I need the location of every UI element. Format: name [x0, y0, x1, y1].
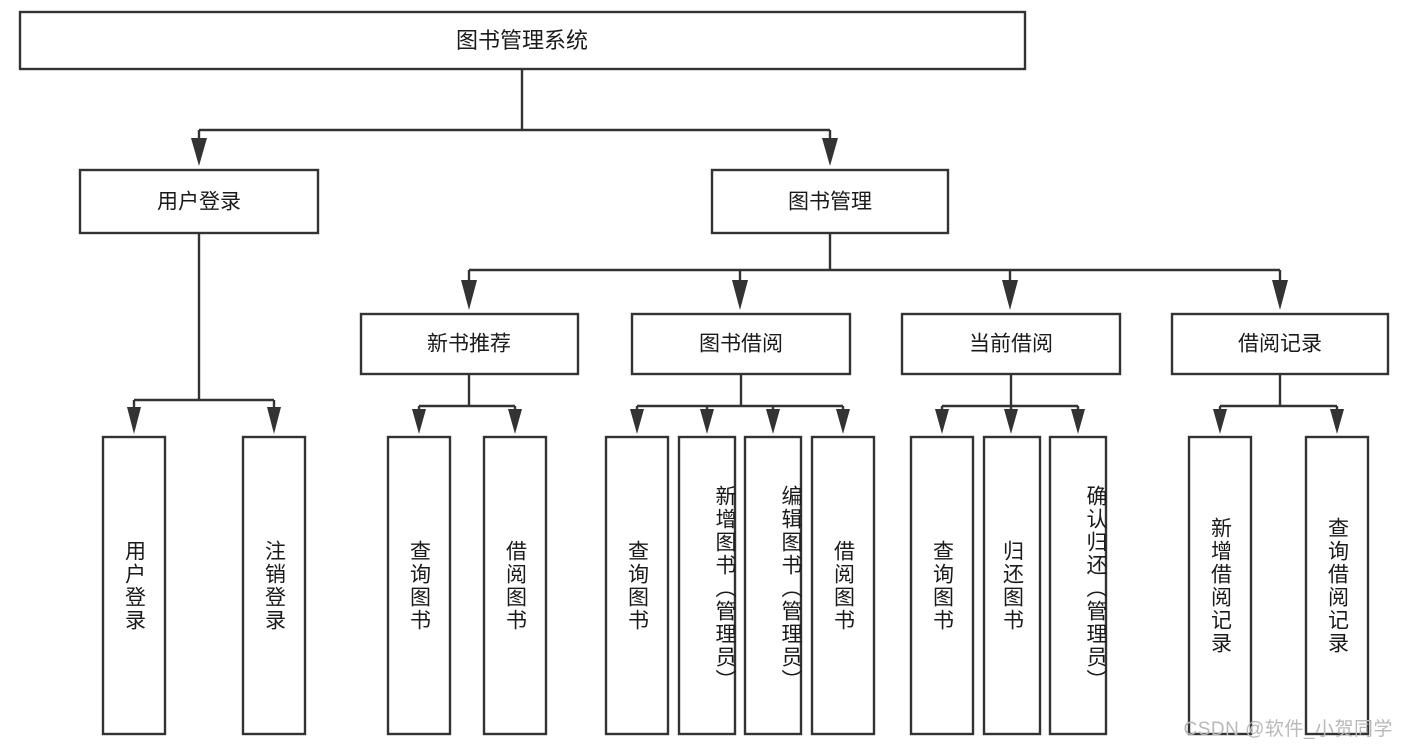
- leaf-box-borrow-book-nbr[interactable]: [482, 435, 548, 736]
- arrow-head-cb-3: [1071, 409, 1085, 434]
- arrow-head-borrow-record: [1272, 280, 1288, 310]
- connector-book-mgmt-to-level2: [461, 233, 1288, 310]
- connector-borrow-record-to-leaves: [1213, 374, 1344, 434]
- connector-current-borrow-to-leaves: [935, 374, 1085, 434]
- arrow-head-bb-1: [630, 409, 644, 434]
- leaf-box-add-book-admin[interactable]: [677, 435, 737, 736]
- node-current-borrow-box[interactable]: [900, 312, 1122, 376]
- arrow-head-bb-3: [766, 409, 780, 434]
- node-root-box[interactable]: [18, 10, 1027, 71]
- arrow-head-cb-2: [1004, 409, 1018, 434]
- node-borrow-record[interactable]: 借阅记录: [1170, 312, 1390, 376]
- leaf-box-logout[interactable]: [241, 435, 307, 736]
- arrow-head-bb-2: [700, 409, 714, 434]
- arrow-head-new-book-rec: [461, 280, 477, 310]
- node-borrow-record-box[interactable]: [1170, 312, 1390, 376]
- node-new-book-recommend-label: 新书推荐: [427, 333, 511, 356]
- arrow-head-user-login-2: [267, 407, 281, 434]
- connector-book-borrow-to-leaves: [630, 374, 850, 434]
- node-root[interactable]: 图书管理系统: [18, 10, 1027, 71]
- node-book-management-box[interactable]: [710, 168, 950, 235]
- arrow-head-nbr-1: [412, 409, 426, 434]
- leaf-box-user-login[interactable]: [101, 435, 167, 736]
- node-root-label: 图书管理系统: [456, 28, 588, 53]
- node-book-management[interactable]: 图书管理: [710, 168, 950, 235]
- connector-root-to-level1: [191, 69, 838, 166]
- node-current-borrow-label: 当前借阅: [969, 333, 1053, 356]
- node-user-login[interactable]: 用户登录: [78, 168, 320, 235]
- node-book-borrow-label: 图书借阅: [699, 333, 783, 356]
- arrow-head-user-login-1: [127, 407, 141, 434]
- leaf-box-add-borrow-record[interactable]: [1187, 435, 1253, 736]
- node-book-borrow[interactable]: 图书借阅: [630, 312, 852, 376]
- arrow-head-nbr-2: [508, 409, 522, 434]
- csdn-watermark: CSDN @软件_小贺同学: [1183, 719, 1393, 740]
- node-current-borrow[interactable]: 当前借阅: [900, 312, 1122, 376]
- leaf-box-query-book-bb[interactable]: [604, 435, 670, 736]
- arrow-head-current-borrow: [1002, 280, 1018, 310]
- arrow-head-book-borrow: [732, 280, 748, 310]
- node-user-login-label: 用户登录: [157, 191, 241, 214]
- leaf-box-edit-book-admin[interactable]: [743, 435, 803, 736]
- leaf-box-return-book[interactable]: [982, 435, 1042, 736]
- node-book-management-label: 图书管理: [788, 191, 872, 214]
- node-new-book-recommend[interactable]: 新书推荐: [359, 312, 580, 376]
- arrow-head-bb-4: [836, 409, 850, 434]
- leaf-box-confirm-return-admin[interactable]: [1048, 435, 1108, 736]
- node-borrow-record-label: 借阅记录: [1238, 333, 1322, 356]
- connector-new-book-recommend-to-leaves: [412, 374, 522, 434]
- connector-user-login-to-leaves: [127, 233, 281, 434]
- arrow-head-br-1: [1213, 409, 1227, 434]
- leaf-box-query-book-nbr[interactable]: [386, 435, 452, 736]
- arrow-head-to-user-login: [191, 138, 207, 166]
- leaf-box-query-book-cb[interactable]: [909, 435, 975, 736]
- leaf-box-query-borrow-record[interactable]: [1304, 435, 1370, 736]
- arrow-head-to-book-mgmt: [822, 138, 838, 166]
- arrow-head-cb-1: [935, 409, 949, 434]
- node-new-book-recommend-box[interactable]: [359, 312, 580, 376]
- leaf-box-borrow-book-bb[interactable]: [810, 435, 876, 736]
- node-book-borrow-box[interactable]: [630, 312, 852, 376]
- arrow-head-br-2: [1330, 409, 1344, 434]
